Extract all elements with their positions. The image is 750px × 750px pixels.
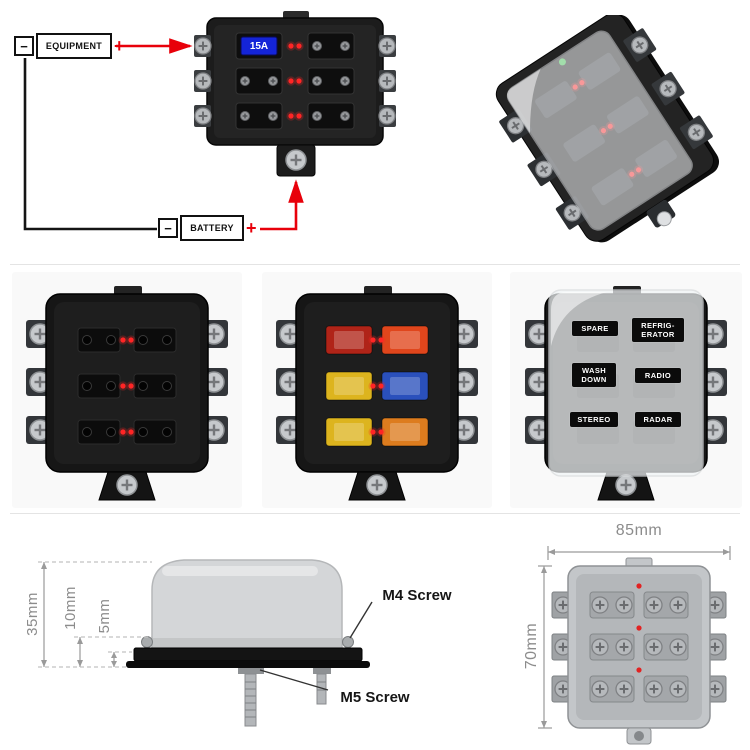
cover-label-radio: RADIO (635, 368, 681, 383)
photo-fuse-box-cover: SPARE REFRIG- ERATOR WASH DOWN RADIO STE… (510, 272, 742, 508)
fuse-box-front-view (194, 11, 396, 177)
fuse-box-top-fuses (276, 286, 478, 501)
cover-label-spare: SPARE (572, 321, 618, 336)
wiring-diagram-section: − EQUIPMENT + − BATTERY + (0, 0, 750, 262)
dimension-drawings-section: 35mm 10mm 5mm M4 Screw M5 Screw (0, 520, 750, 750)
m4-screw-graphic (342, 636, 354, 648)
top-view-dim-arrows (541, 549, 730, 728)
3d-right-terminals (623, 28, 713, 149)
side-view-graphics (38, 559, 373, 727)
empty-slots (77, 327, 177, 445)
fuse-box-3d-view (495, 15, 720, 243)
equipment-minus-label: − (20, 38, 28, 54)
battery-box: BATTERY (180, 215, 244, 241)
m4-screw-label: M4 Screw (382, 586, 452, 604)
bottom-mount (276, 144, 316, 177)
battery-positive-wire (260, 179, 304, 231)
equipment-minus-terminal: − (14, 36, 34, 56)
fuse-box-top-empty (26, 286, 228, 501)
m4-pointer-line (349, 601, 373, 639)
fuse-display-15a: 15A (249, 40, 269, 52)
cover-label-radar: RADAR (635, 412, 681, 427)
top-view-dim-lines (538, 546, 731, 729)
section-divider-bottom (10, 513, 740, 514)
photo-fuse-box-empty (12, 272, 242, 508)
photo-fuse-box-fuses (262, 272, 492, 508)
transparent-cover (506, 30, 693, 231)
equipment-plus-label: + (114, 36, 125, 56)
dim-70mm: 70mm (523, 622, 540, 670)
battery-plus-label: + (246, 218, 257, 238)
top-view-drawing: 85mm 70mm (523, 520, 750, 750)
gray-fuse-positions (589, 591, 689, 703)
battery-minus-label: − (164, 220, 172, 236)
dim-5mm: 5mm (95, 598, 113, 634)
right-terminals (378, 35, 396, 127)
dimension-arrowheads (41, 562, 117, 667)
m5-screw-graphic (238, 668, 264, 727)
installed-fuses (325, 325, 429, 447)
negative-wire (23, 58, 157, 231)
section-divider-top (10, 264, 740, 265)
dim-35mm: 35mm (23, 592, 41, 636)
fuse-box-top-cover (525, 286, 727, 501)
cover-dome (151, 559, 343, 649)
battery-minus-terminal: − (158, 218, 178, 238)
cover-label-wash-down: WASH DOWN (572, 363, 616, 387)
top-view-graphics (538, 546, 731, 745)
dim-85mm: 85mm (615, 522, 663, 539)
wiring-lines (23, 38, 304, 231)
product-photos-section: SPARE REFRIG- ERATOR WASH DOWN RADIO STE… (0, 272, 750, 508)
dimension-lines (38, 561, 152, 668)
m5-screw-label: M5 Screw (340, 688, 410, 706)
3d-bottom-stud (646, 199, 676, 228)
m5-pointer-line (259, 669, 329, 691)
battery-label: BATTERY (190, 223, 234, 233)
led-display (240, 36, 278, 56)
cover-label-stereo: STEREO (570, 412, 618, 427)
left-terminals (194, 35, 212, 127)
side-view-drawing: 35mm 10mm 5mm M4 Screw M5 Screw (20, 528, 470, 746)
cover-label-refrigerator: REFRIG- ERATOR (632, 318, 684, 342)
dim-10mm: 10mm (61, 586, 79, 630)
equipment-label: EQUIPMENT (45, 41, 103, 51)
base-plate (133, 647, 363, 662)
equipment-box: EQUIPMENT (36, 33, 112, 59)
